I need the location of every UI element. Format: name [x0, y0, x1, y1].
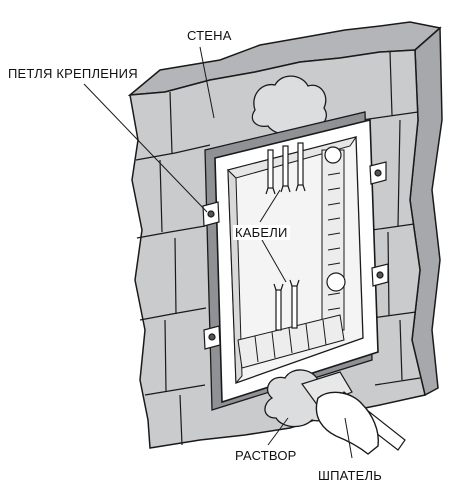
leader-cables-top [259, 189, 281, 223]
label-mortar: РАСТВОР [235, 448, 297, 463]
hand-with-spatula [301, 371, 406, 455]
label-spatula: ШПАТЕЛЬ [318, 468, 382, 483]
terminal-strip [321, 149, 345, 331]
hand [315, 391, 379, 455]
mounting-box [214, 118, 379, 404]
cables-bottom [273, 279, 300, 331]
label-mounting-loop: ПЕТЛЯ КРЕПЛЕНИЯ [8, 66, 138, 81]
mounting-loop-right-bottom [371, 263, 389, 287]
mounting-loops [202, 161, 389, 350]
mounting-loop-left-top [202, 201, 220, 227]
leader-cables-bottom [261, 239, 287, 283]
spatula-blade [301, 371, 353, 407]
top-mortar-clump [251, 75, 327, 136]
label-wall: СТЕНА [187, 28, 232, 43]
cables-top [265, 142, 306, 195]
mounting-loop-right-top [369, 161, 387, 185]
bottom-modules [237, 314, 345, 369]
leader-spatula [344, 417, 353, 459]
leader-loop [83, 83, 208, 213]
leader-wall [199, 46, 215, 119]
leader-mortar [267, 417, 289, 446]
label-cables: КАБЕЛИ [233, 225, 290, 240]
mounting-loop-left-bottom [203, 325, 221, 350]
leader-lines [83, 46, 353, 459]
